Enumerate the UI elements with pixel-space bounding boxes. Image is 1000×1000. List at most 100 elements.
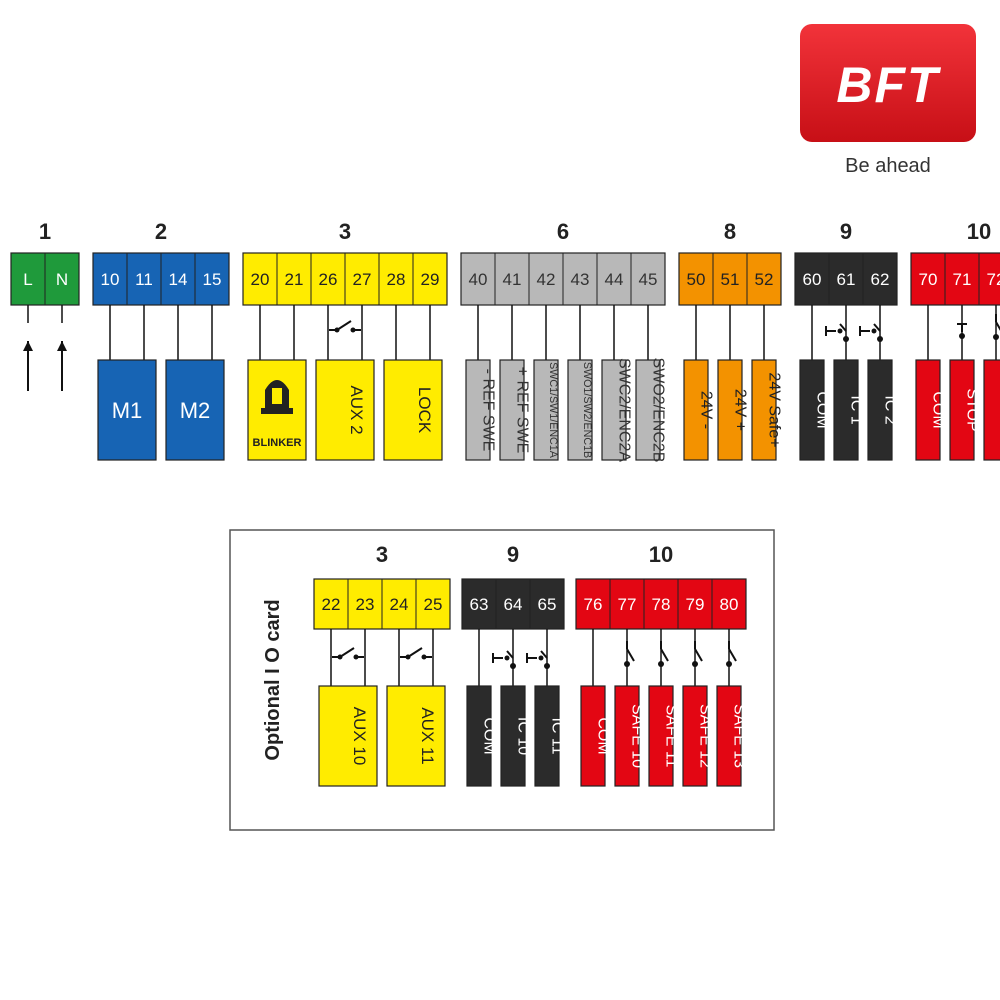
terminal-71: 71 bbox=[953, 270, 972, 289]
device-label: - REF SWE bbox=[480, 369, 497, 452]
switch-no-icon bbox=[400, 647, 432, 660]
terminal-29: 29 bbox=[421, 270, 440, 289]
terminal-80: 80 bbox=[720, 595, 739, 614]
device-box bbox=[97, 359, 157, 461]
contact-dot bbox=[538, 655, 544, 661]
device-label: COM bbox=[814, 391, 831, 428]
contact-blade bbox=[873, 323, 881, 332]
terminal-65: 65 bbox=[538, 595, 557, 614]
device-label: AUX 11 bbox=[418, 707, 437, 764]
device-box bbox=[567, 359, 593, 461]
terminal-15: 15 bbox=[203, 270, 222, 289]
device-label: COM bbox=[481, 717, 498, 754]
group-label: 1 bbox=[39, 219, 51, 244]
device-label: BLINKER bbox=[253, 437, 302, 449]
terminal-N: N bbox=[56, 270, 68, 289]
terminal-79: 79 bbox=[686, 595, 705, 614]
group-label: 10 bbox=[649, 542, 673, 567]
contact-dot bbox=[843, 336, 849, 342]
contact-blade bbox=[336, 320, 352, 331]
contact-dot bbox=[421, 654, 427, 660]
device-label: SAFE 12 bbox=[697, 704, 714, 768]
contact-blade bbox=[540, 650, 548, 659]
terminal-block bbox=[794, 252, 898, 306]
device-box bbox=[799, 359, 825, 461]
terminal-43: 43 bbox=[571, 270, 590, 289]
group-label: 3 bbox=[376, 542, 388, 567]
device-box bbox=[833, 359, 859, 461]
device-label: SAFE 13 bbox=[731, 704, 748, 768]
device-box bbox=[315, 359, 375, 461]
power-input-arrow-icon bbox=[23, 341, 33, 391]
device-label: 24V - bbox=[698, 391, 715, 429]
terminal-26: 26 bbox=[319, 270, 338, 289]
group-label: 6 bbox=[557, 219, 569, 244]
device-box bbox=[318, 685, 378, 787]
terminal-42: 42 bbox=[537, 270, 556, 289]
device-label: SAFE 10 bbox=[629, 704, 646, 768]
terminal-40: 40 bbox=[469, 270, 488, 289]
device-label: IC 11 bbox=[549, 717, 566, 754]
terminal-21: 21 bbox=[285, 270, 304, 289]
terminal-64: 64 bbox=[504, 595, 523, 614]
switch-diag-icon bbox=[658, 641, 669, 667]
device-label: SWC1/SW1/ENC1A bbox=[547, 362, 559, 459]
switch-no-icon bbox=[329, 320, 361, 333]
switch-diag-icon bbox=[726, 641, 737, 667]
device-label: 24V Safe+ bbox=[766, 372, 783, 447]
terminal-78: 78 bbox=[652, 595, 671, 614]
device-box bbox=[614, 685, 640, 787]
contact-dot bbox=[692, 661, 698, 667]
device-box bbox=[717, 359, 743, 461]
blinker-device bbox=[247, 359, 307, 461]
brand-tagline: Be ahead bbox=[845, 155, 931, 177]
device-box bbox=[386, 685, 446, 787]
group-label: 9 bbox=[507, 542, 519, 567]
device-box bbox=[601, 359, 627, 461]
terminal-25: 25 bbox=[424, 595, 443, 614]
contact-blade bbox=[339, 647, 355, 658]
terminal-24: 24 bbox=[390, 595, 409, 614]
terminal-10: 10 bbox=[101, 270, 120, 289]
logo-badge bbox=[800, 24, 976, 142]
switch-no-icon bbox=[332, 647, 364, 660]
contact-blade bbox=[626, 648, 635, 662]
terminal-20: 20 bbox=[251, 270, 270, 289]
device-box bbox=[534, 685, 560, 787]
group-label: 8 bbox=[724, 219, 736, 244]
device-box bbox=[682, 685, 708, 787]
terminal-76: 76 bbox=[584, 595, 603, 614]
device-box bbox=[580, 685, 606, 787]
terminal-44: 44 bbox=[605, 270, 624, 289]
device-box bbox=[751, 359, 777, 461]
terminal-block bbox=[910, 252, 1000, 306]
terminal-23: 23 bbox=[356, 595, 375, 614]
contact-blade bbox=[694, 648, 703, 662]
device-box bbox=[383, 359, 443, 461]
contact-dot bbox=[353, 654, 359, 660]
terminal-63: 63 bbox=[470, 595, 489, 614]
device-box bbox=[635, 359, 661, 461]
device-box bbox=[716, 685, 742, 787]
group-label: 9 bbox=[840, 219, 852, 244]
device-box bbox=[465, 359, 491, 461]
device-label: M1 bbox=[112, 398, 143, 423]
contact-dot bbox=[871, 328, 877, 334]
group-label: 3 bbox=[339, 219, 351, 244]
device-box bbox=[466, 685, 492, 787]
contact-dot bbox=[504, 655, 510, 661]
logo-text: BFT bbox=[836, 57, 942, 113]
device-label: + REF SWE bbox=[514, 367, 531, 454]
contact-blade bbox=[839, 323, 847, 332]
contact-dot bbox=[959, 333, 965, 339]
switch-diag-icon bbox=[624, 641, 635, 667]
terminal-41: 41 bbox=[503, 270, 522, 289]
terminal-51: 51 bbox=[721, 270, 740, 289]
device-label: SWO1/SW2/ENC1B bbox=[581, 362, 593, 458]
device-box bbox=[683, 359, 709, 461]
device-box bbox=[533, 359, 559, 461]
